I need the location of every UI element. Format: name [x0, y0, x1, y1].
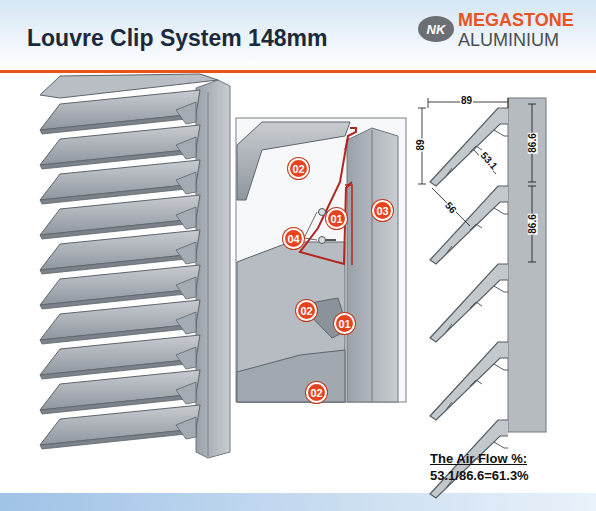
- node-text: 04: [287, 233, 299, 245]
- clip-profile: [446, 208, 508, 254]
- footer-band: [0, 493, 596, 511]
- note: 53.1/86.6=61.3%: [430, 469, 529, 482]
- dimension-line: [528, 104, 536, 105]
- column-edge: [208, 92, 209, 456]
- note: The Air Flow %:: [430, 452, 527, 465]
- detail-frame: [236, 118, 406, 402]
- dimension: 86.6: [528, 213, 538, 234]
- clip: [176, 242, 196, 264]
- clip-detail: [236, 118, 406, 402]
- title: Louvre Clip System 148mm: [27, 27, 327, 50]
- dimension-line: [428, 98, 429, 108]
- node-text: 02: [310, 387, 322, 399]
- brand-name: ALUMINIUM: [458, 31, 559, 49]
- node-text: 01: [338, 318, 350, 330]
- top-blade: [40, 74, 218, 98]
- blade-profile: [430, 186, 508, 264]
- mullion-column: [196, 80, 230, 458]
- dimension-line: [528, 262, 536, 263]
- header-band: [0, 0, 596, 70]
- blade-02-bottom: [237, 350, 345, 402]
- mullion-03: [347, 128, 398, 402]
- logo-badge: NK: [418, 16, 454, 42]
- node-text: 02: [300, 305, 312, 317]
- louvre-assembly: [40, 74, 230, 458]
- dimension: 89: [416, 138, 426, 151]
- mullion-section: [508, 98, 546, 432]
- node-text: 02: [292, 163, 304, 175]
- header-rule: [0, 70, 596, 73]
- node-text: NK: [427, 22, 446, 37]
- leader-line: [304, 238, 317, 240]
- callout-number: 04: [283, 228, 304, 249]
- callout-number: 01: [326, 208, 347, 229]
- node-text: 03: [376, 205, 388, 217]
- leader-line: [304, 212, 317, 238]
- clip-01-outline: [300, 128, 356, 264]
- screw-shank: [325, 239, 336, 241]
- dimension: 89: [460, 96, 473, 106]
- dimension-line: [528, 182, 536, 183]
- blade-02-top: [237, 122, 350, 200]
- clip-01-hook: [345, 138, 352, 265]
- clip-profile: [446, 286, 508, 332]
- callout-number: 03: [372, 200, 393, 221]
- dimension-line: [418, 108, 426, 109]
- node-text: 01: [330, 213, 342, 225]
- callout-number: 02: [288, 158, 309, 179]
- dimension-line: [432, 188, 470, 226]
- column-edge: [372, 130, 373, 402]
- section-drawing: [418, 98, 546, 498]
- clip-profile: [446, 130, 508, 176]
- dimension-line: [418, 184, 426, 185]
- clip: [176, 312, 196, 334]
- blade-profile: [430, 342, 508, 420]
- dimension: 53.1: [478, 150, 500, 173]
- brand-name: MEGASTONE: [458, 11, 574, 29]
- clip: [176, 137, 196, 159]
- screw-04: [319, 209, 326, 216]
- clip-profile: [446, 364, 508, 410]
- clip: [176, 207, 196, 229]
- clip: [176, 102, 196, 124]
- blade-edge: [40, 429, 196, 449]
- blade-profile: [430, 108, 508, 186]
- dimension: 86.6: [528, 132, 538, 153]
- clip: [176, 382, 196, 404]
- callout-number: 02: [306, 382, 327, 403]
- clip: [176, 277, 196, 299]
- dimension-line: [508, 98, 509, 108]
- blade-profile: [430, 264, 508, 342]
- callout-number: 02: [296, 300, 317, 321]
- callout-number: 01: [334, 313, 355, 334]
- dimension-line: [528, 186, 536, 187]
- clip: [176, 417, 196, 439]
- dimension: 56: [442, 200, 458, 216]
- clip: [176, 172, 196, 194]
- clip: [176, 347, 196, 369]
- screw-04: [319, 237, 326, 244]
